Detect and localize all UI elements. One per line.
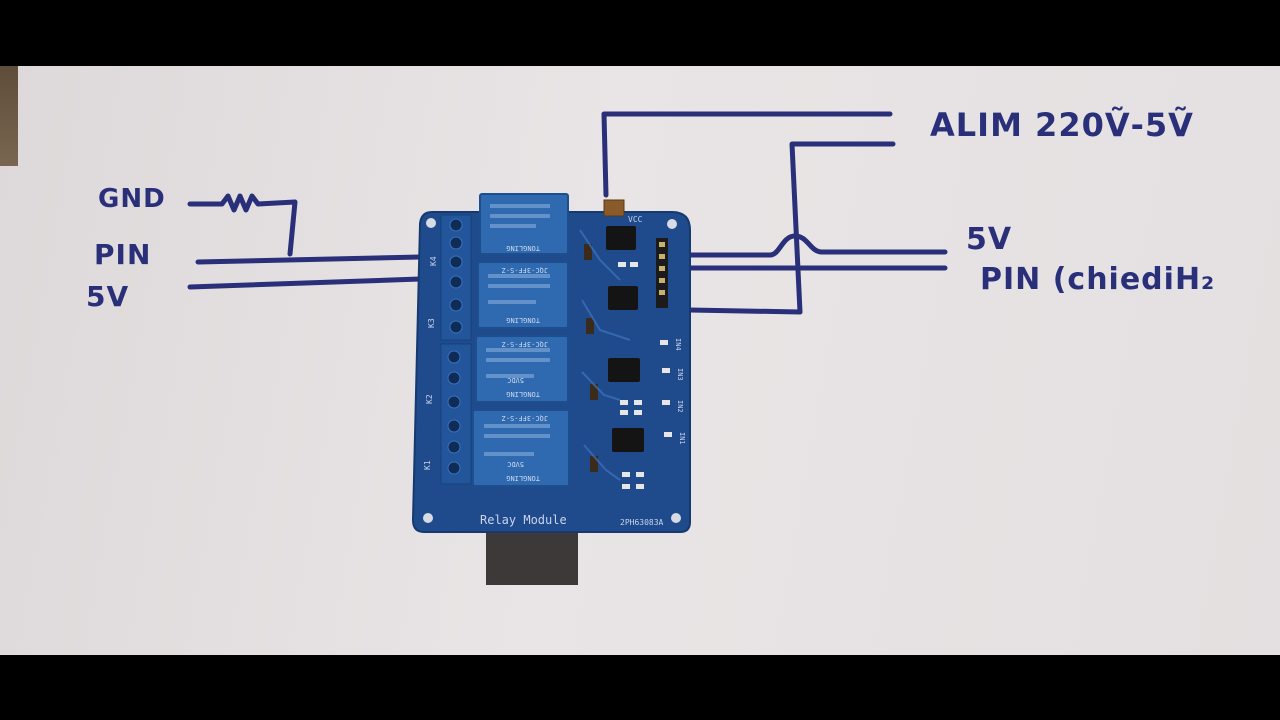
label-5v-left: 5V <box>86 280 130 313</box>
label-alim: ALIM 220Ṽ-5Ṽ <box>930 106 1194 144</box>
gnd-resistor-wire <box>187 193 298 257</box>
relay-brand-1: TONGLING <box>506 244 540 252</box>
part-code: 2PH63083A <box>620 518 664 527</box>
input-label-in4: IN4 <box>674 338 682 351</box>
relay-model-4: JQC-3FF-S-Z <box>502 414 548 422</box>
5v-wire-right <box>687 233 948 258</box>
screw-terminals <box>440 214 472 485</box>
input-label-in2: IN2 <box>676 400 684 413</box>
relay-module-board: Relay Module 2PH63083A VCC K4 K3 K2 K1 I… <box>411 193 691 533</box>
module-label: Relay Module <box>480 513 567 527</box>
relay-voltage-4: 5VDC <box>507 460 524 468</box>
relay-model-3: JQC-3FF-S-Z <box>502 340 548 348</box>
vcc-label: VCC <box>628 215 643 224</box>
board-shadow <box>486 530 578 585</box>
pin-wire-left <box>195 254 423 265</box>
relay-brand-4: TONGLING <box>506 474 540 482</box>
label-pin-left: PIN <box>94 238 152 271</box>
optocouplers <box>606 226 644 452</box>
pin-header <box>656 238 668 308</box>
relay-id-k3: K3 <box>427 318 436 328</box>
letterbox-top <box>0 0 1280 66</box>
alim-wire-top <box>601 111 893 198</box>
relay-voltage-3: 5VDC <box>507 376 524 384</box>
relay-id-k2: K2 <box>425 394 434 404</box>
label-gnd: GND <box>98 184 166 214</box>
relay-model-2: JQC-3FF-S-Z <box>502 266 548 274</box>
label-5v-right: 5V <box>966 222 1013 257</box>
letterbox-bottom <box>0 655 1280 720</box>
vcc-jumper <box>603 199 625 217</box>
alim-wire-second <box>789 141 896 315</box>
relay-brand-2: TONGLING <box>506 316 540 324</box>
input-label-in3: IN3 <box>676 368 684 381</box>
relay-id-k4: K4 <box>429 256 438 266</box>
relay-brand-3: TONGLING <box>506 390 540 398</box>
relay-id-k1: K1 <box>423 460 432 470</box>
table-edge <box>0 66 18 166</box>
relays <box>472 193 570 487</box>
gnd-wire-right <box>687 307 803 315</box>
label-pin-right: PIN (chiediH₂ <box>980 262 1216 297</box>
5v-wire-left <box>187 276 423 290</box>
input-label-in1: IN1 <box>678 432 686 445</box>
